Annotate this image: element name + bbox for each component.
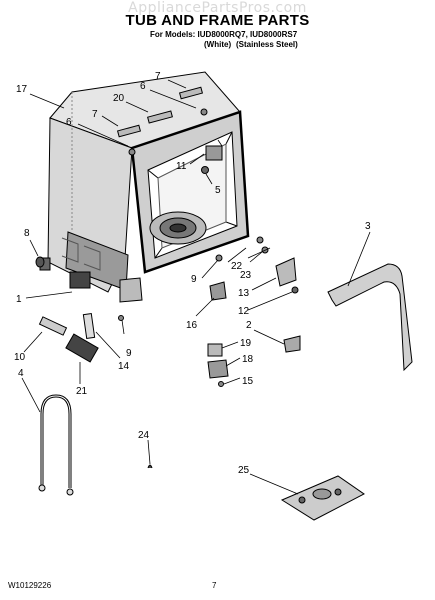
parts-bag-screw-a [298,496,306,504]
screw-6-lower [128,148,136,156]
screw-9-upper [215,254,223,262]
callout-24: 24 [138,430,150,441]
hose-end-right [66,488,74,496]
callout-21: 21 [76,386,88,397]
leader-lines [21,79,371,495]
callout-labels: 17 7 6 20 7 6 11 5 3 8 22 23 9 1 13 12 1… [14,71,371,476]
callout-20: 20 [113,93,125,104]
callout-14: 14 [118,361,130,372]
insulation-pad-21 [65,333,99,363]
callout-8: 8 [24,228,30,239]
bracket-13 [275,257,297,287]
hinge-bracket-11 [205,145,223,161]
page-number: 7 [212,581,217,590]
screw-5 [201,166,209,174]
watermark: AppliancePartsPros.com [128,0,307,16]
callout-4: 4 [18,368,24,379]
variant-stainless: (Stainless Steel) [236,40,298,49]
tub-bracket-20 [147,110,173,124]
parts-bag-screw-b [334,488,342,496]
screw-6-upper [200,108,208,116]
callout-12: 12 [238,306,250,317]
screw-9-lower [118,315,124,321]
variant-white: (White) [204,40,232,49]
callout-9-upper: 9 [191,274,197,285]
screw-15 [218,381,224,387]
callout-22: 22 [231,261,243,272]
callout-3: 3 [365,221,371,232]
screw-12 [291,286,299,294]
clip-2 [283,335,301,353]
models-line: For Models: IUD8000RQ7, IUD8000RS7 [150,30,298,39]
document-number: W10129226 [8,581,52,590]
callout-6-upper: 6 [140,81,146,92]
callout-7-lower: 7 [92,109,98,120]
hose-end-left [38,484,46,492]
callout-15: 15 [242,376,254,387]
bracket-19 [207,343,223,357]
callout-17: 17 [16,84,28,95]
callout-9-lower: 9 [126,348,132,359]
door-gasket-3 [327,263,413,372]
drain-hose-4 [40,394,72,488]
callout-18: 18 [242,354,254,365]
drain-hose-4-inner [41,395,71,488]
callout-19: 19 [240,338,252,349]
callout-23: 23 [240,270,252,281]
screw-24 [147,464,153,469]
callout-1: 1 [16,294,22,305]
callout-10: 10 [14,352,26,363]
foam-strip-14 [82,312,96,340]
callout-5: 5 [215,185,221,196]
callout-11: 11 [176,161,187,172]
page-title: TUB AND FRAME PARTS [125,12,310,29]
parts-bag-item [312,488,332,500]
callout-2: 2 [246,320,252,331]
tub-bracket-7-upper [178,86,204,100]
callout-7-upper: 7 [155,71,161,82]
callout-16: 16 [186,320,198,331]
callout-25: 25 [238,465,250,476]
bracket-18 [207,359,229,379]
callout-6-lower: 6 [66,117,72,128]
bracket-16 [209,281,227,301]
callout-13: 13 [238,288,250,299]
plug-8 [35,256,45,268]
leveling-leg-10 [38,316,68,336]
screw-22 [256,236,264,244]
tub-bracket-7-lower [116,124,142,138]
